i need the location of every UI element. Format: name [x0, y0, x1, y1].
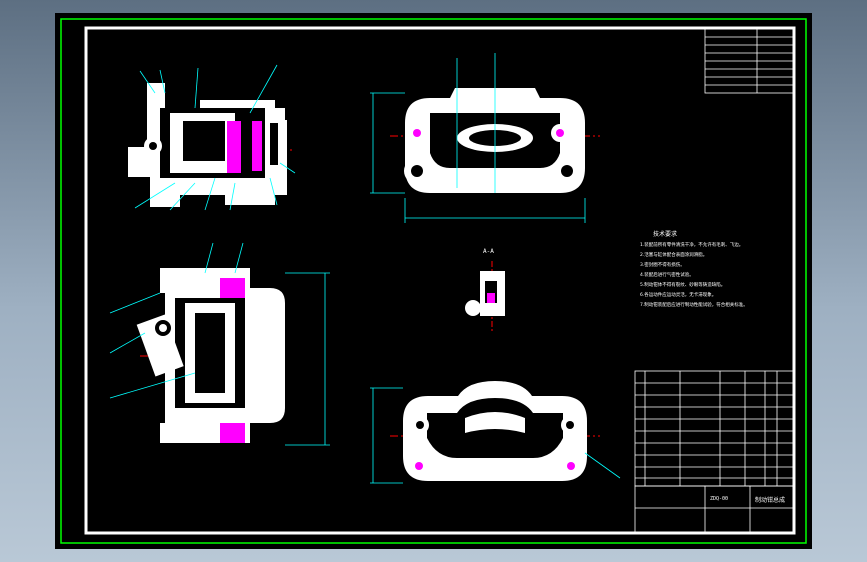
- outer-frame: [60, 18, 807, 544]
- section-a-a-label: A-A: [483, 248, 494, 255]
- bottom-view: [370, 381, 621, 484]
- title-block: ZDQ-00 制动钳总成: [634, 485, 794, 533]
- parts-list: [634, 370, 794, 487]
- top-section-view: [128, 64, 296, 211]
- note-line: 1.装配前所有零件清洗干净，不允许有毛刺、飞边。: [640, 241, 743, 248]
- note-line: 6.各运动件应运动灵活，无卡滞现象。: [640, 291, 716, 298]
- note-line: 7.制动钳装配后应进行制动性能试验，符合相关标准。: [640, 301, 748, 308]
- note-line: 5.制动钳体不得有裂纹、砂眼等铸造缺陷。: [640, 281, 725, 288]
- section-a-a: A-A: [465, 248, 505, 333]
- drawing-number: ZDQ-00: [710, 496, 728, 502]
- notes-heading: 技术要求: [653, 230, 677, 238]
- drawing-title: 制动钳总成: [755, 496, 785, 504]
- side-view: [109, 242, 330, 446]
- front-view: [370, 53, 600, 223]
- note-line: 2.活塞与缸体配合表面涂润滑脂。: [640, 251, 707, 258]
- inner-border: [84, 26, 796, 535]
- revision-table: [704, 28, 794, 94]
- cad-drawing: A-A 技术要求 1.装配前所有零件清洗干净，不允许有毛刺、飞边。 2.活塞与缸…: [60, 18, 807, 544]
- drawing-sheet: A-A 技术要求 1.装配前所有零件清洗干净，不允许有毛刺、飞边。 2.活塞与缸…: [55, 13, 812, 549]
- note-line: 3.密封圈不得有损伤。: [640, 261, 685, 268]
- note-line: 4.装配后进行气密性试验。: [640, 271, 694, 278]
- technical-notes: 技术要求 1.装配前所有零件清洗干净，不允许有毛刺、飞边。 2.活塞与缸体配合表…: [640, 230, 748, 308]
